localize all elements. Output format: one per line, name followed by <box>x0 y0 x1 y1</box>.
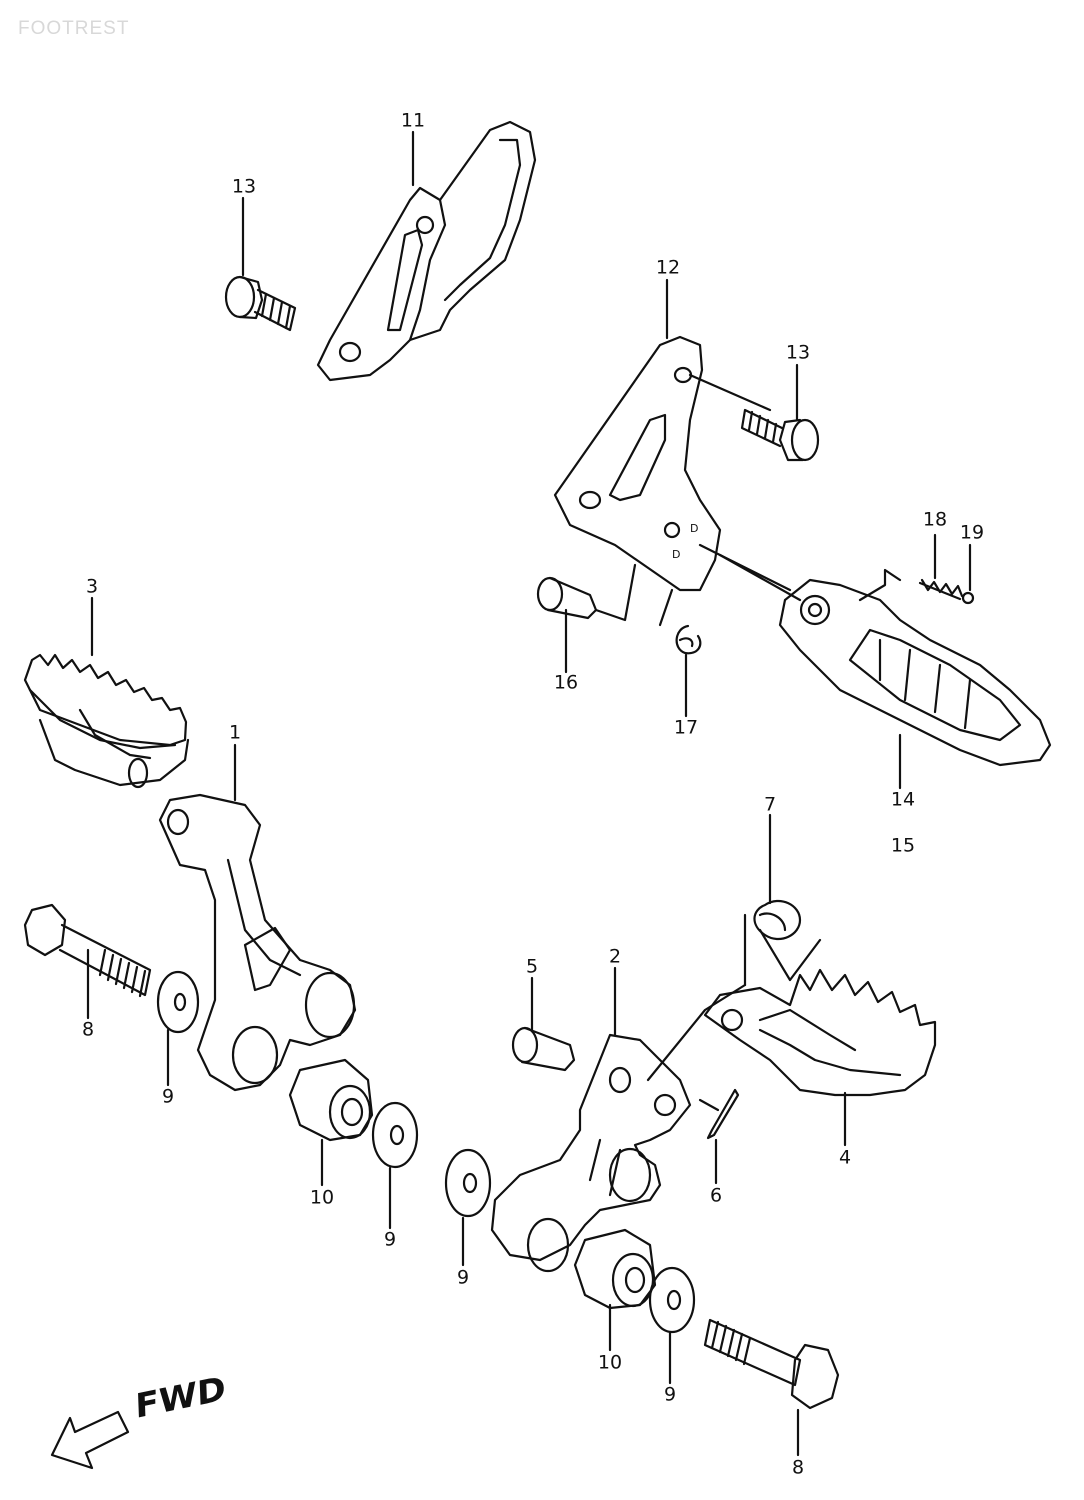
callout-9-left-2: 9 <box>383 1228 397 1251</box>
part-2-bracket-arm-right <box>490 983 747 1273</box>
part-5-pin <box>511 1026 576 1072</box>
callout-7: 7 <box>763 793 777 816</box>
callout-14: 14 <box>890 788 916 811</box>
part-19-ball <box>961 591 975 605</box>
callout-9-right-2: 9 <box>663 1383 677 1406</box>
part-7-spring <box>743 899 822 987</box>
callout-11: 11 <box>400 109 426 132</box>
callout-17: 17 <box>673 716 699 739</box>
callout-15: 15 <box>890 834 916 857</box>
part-4-footpeg-right <box>703 968 937 1097</box>
callout-1: 1 <box>228 721 242 744</box>
callout-3: 3 <box>85 575 99 598</box>
part-14-footpeg <box>778 568 1052 767</box>
callout-19: 19 <box>959 521 985 544</box>
callout-10-right: 10 <box>597 1351 623 1374</box>
part-6-cotter-pin <box>698 1088 740 1140</box>
callout-8-right: 8 <box>791 1456 805 1479</box>
part-8-bolt-right <box>703 1318 840 1410</box>
callout-10-left: 10 <box>309 1186 335 1209</box>
fwd-arrow-icon <box>50 1410 130 1470</box>
callout-8-left: 8 <box>81 1018 95 1041</box>
part-9-washer-left-2 <box>371 1101 419 1169</box>
part-13-bolt-right <box>740 408 820 462</box>
part-9-washer-right-2 <box>648 1266 696 1334</box>
watermark-title: FOOTREST <box>18 18 130 39</box>
part-18-spring <box>918 578 964 601</box>
part-3-footpeg-left <box>23 653 190 789</box>
part-11-heel-guard <box>316 120 537 382</box>
svg-text:D: D <box>690 522 698 535</box>
callout-5: 5 <box>525 955 539 978</box>
callout-18: 18 <box>922 508 948 531</box>
callout-9-left-1: 9 <box>161 1085 175 1108</box>
callout-13-right: 13 <box>785 341 811 364</box>
callout-9-right-1: 9 <box>456 1266 470 1289</box>
part-12-bracket: D D <box>553 335 802 602</box>
callout-12: 12 <box>655 256 681 279</box>
leader-lines <box>86 130 972 1457</box>
part-10-bushing-right <box>573 1228 657 1310</box>
callout-16: 16 <box>553 671 579 694</box>
part-13-bolt-upper <box>224 275 297 332</box>
part-16-pin <box>536 563 637 622</box>
part-9-washer-left-1 <box>156 970 200 1034</box>
part-17-clip <box>658 588 702 655</box>
part-8-bolt-left <box>23 903 152 998</box>
callout-13-upper: 13 <box>231 175 257 198</box>
callout-2: 2 <box>608 945 622 968</box>
part-1-bracket-arm-left <box>158 793 357 1092</box>
part-10-bushing-left <box>288 1058 374 1142</box>
callout-4: 4 <box>838 1146 852 1169</box>
callout-6: 6 <box>709 1184 723 1207</box>
svg-text:D: D <box>672 548 680 561</box>
part-9-washer-right-1 <box>444 1148 492 1218</box>
